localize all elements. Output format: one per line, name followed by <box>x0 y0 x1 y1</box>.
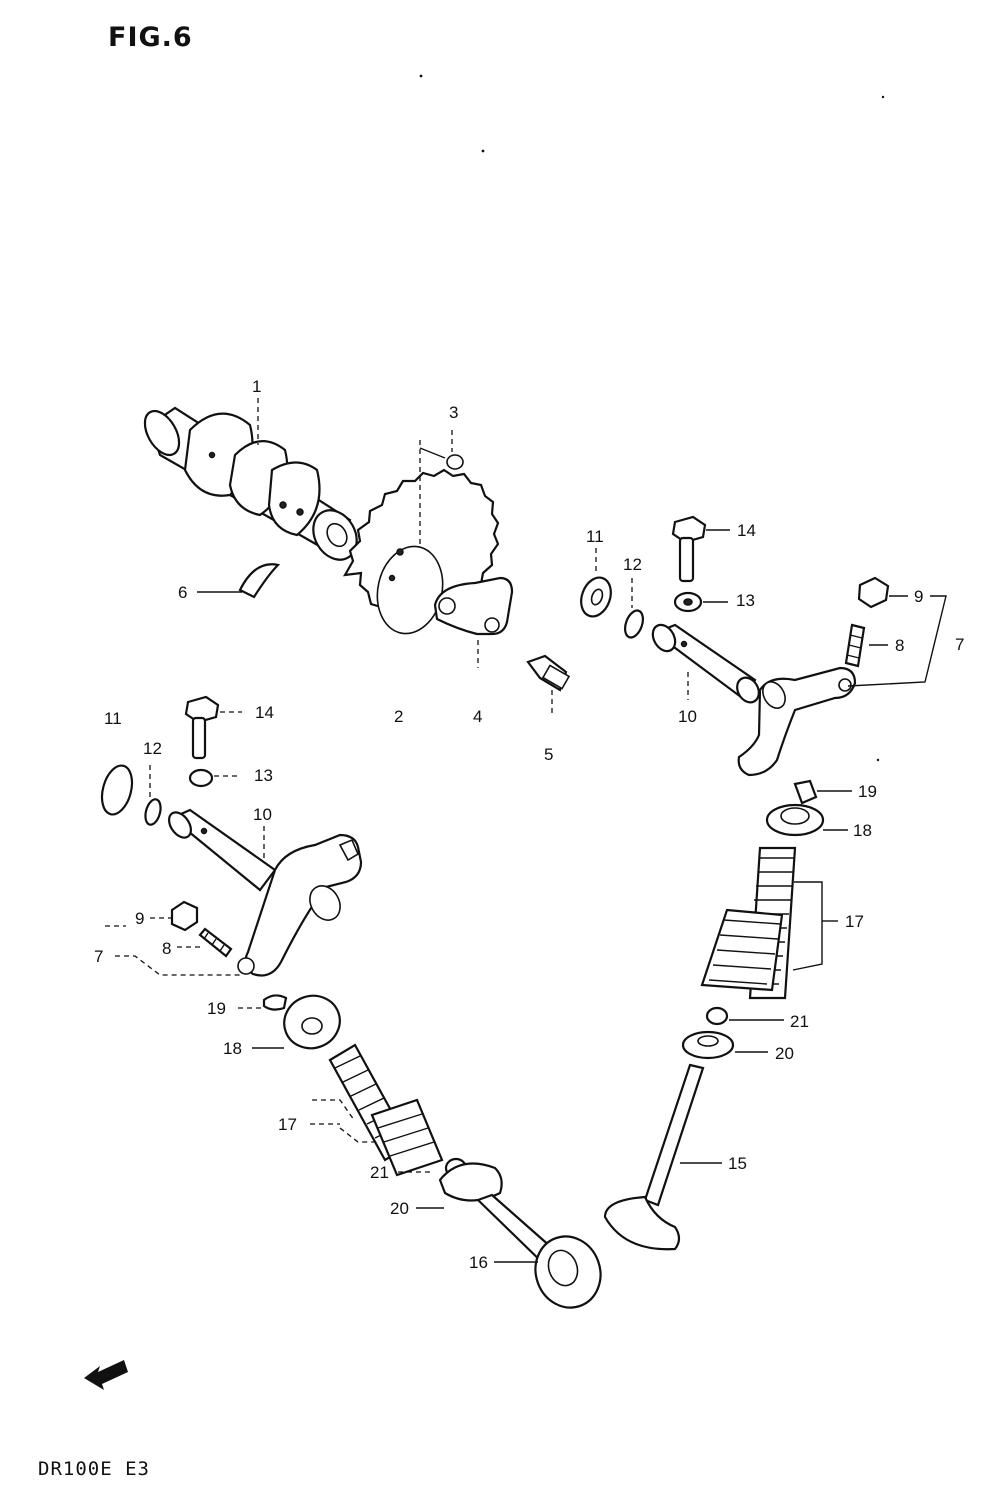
callout-14-left: 14 <box>255 703 274 722</box>
callout-18-left: 18 <box>223 1039 242 1058</box>
callout-5: 5 <box>544 745 554 764</box>
spring-retainer-part <box>283 994 341 1050</box>
forward-arrow-icon <box>84 1360 128 1390</box>
washer-part <box>188 768 214 788</box>
lock-nut-part <box>857 576 890 609</box>
lock-nut-part <box>170 900 199 932</box>
callout-20-left: 20 <box>390 1199 409 1218</box>
adjusting-bolt-part <box>671 515 707 583</box>
spring-seat-part <box>438 1162 503 1202</box>
callout-2: 2 <box>394 707 404 726</box>
o-ring-part <box>623 609 645 639</box>
callout-10-left: 10 <box>253 805 272 824</box>
adjusting-screw-part <box>198 927 233 958</box>
callout-1: 1 <box>252 377 262 396</box>
callout-8-right: 8 <box>895 636 905 655</box>
callout-21-left: 21 <box>370 1163 389 1182</box>
rocker-arm-part <box>737 666 857 777</box>
model-code: DR100E E3 <box>38 1458 150 1480</box>
callout-17-left: 17 <box>278 1115 297 1134</box>
callout-15: 15 <box>728 1154 747 1173</box>
camshaft-part <box>143 406 358 561</box>
callout-9-left: 9 <box>135 909 145 928</box>
callout-10-right: 10 <box>678 707 697 726</box>
o-ring-part <box>144 798 162 826</box>
callout-3: 3 <box>449 403 459 422</box>
speck <box>481 149 485 153</box>
bolt-part <box>526 654 571 692</box>
callout-7-right: 7 <box>955 635 965 654</box>
spring-seat-part <box>681 1030 735 1060</box>
callout-12-right: 12 <box>623 555 642 574</box>
exhaust-valve-part <box>603 1063 705 1251</box>
speck <box>881 95 885 99</box>
intake-valve-part <box>475 1193 602 1309</box>
callout-11-left: 11 <box>104 709 122 728</box>
callout-12-left: 12 <box>143 739 162 758</box>
figure-title: FIG.6 <box>108 22 193 53</box>
callout-19-left: 19 <box>207 999 226 1018</box>
pin-part <box>446 454 464 470</box>
rocker-shaft-part <box>651 623 760 704</box>
callout-4: 4 <box>473 707 483 726</box>
washer-part <box>100 764 134 816</box>
circlip-part <box>238 563 281 599</box>
callout-18-right: 18 <box>853 821 872 840</box>
rocker-arm-part <box>237 833 363 977</box>
callout-16: 16 <box>469 1253 488 1272</box>
callout-13-right: 13 <box>736 591 755 610</box>
adjusting-bolt-part <box>184 695 220 760</box>
callout-14-right: 14 <box>737 521 756 540</box>
callout-20-right: 20 <box>775 1044 794 1063</box>
callout-7-left: 7 <box>94 947 104 966</box>
adjusting-screw-part <box>844 623 866 668</box>
callout-6: 6 <box>178 583 188 602</box>
speck <box>419 74 423 78</box>
callout-17-right: 17 <box>845 912 864 931</box>
stopper-plate-part <box>433 576 514 636</box>
callout-19-right: 19 <box>858 782 877 801</box>
valve-cotter-part <box>793 779 818 805</box>
washer-part <box>580 576 612 618</box>
callout-13-left: 13 <box>254 766 273 785</box>
valve-spring-part <box>700 846 797 1000</box>
valve-cotter-part <box>262 994 288 1011</box>
callout-8-left: 8 <box>162 939 172 958</box>
valve-spring-part <box>328 1043 444 1177</box>
washer-part <box>673 591 703 613</box>
spring-retainer-part <box>765 803 825 837</box>
callout-21-right: 21 <box>790 1012 809 1031</box>
oil-seal-part <box>705 1006 729 1026</box>
speck <box>876 758 880 762</box>
callout-9-right: 9 <box>914 587 924 606</box>
callout-11-right: 11 <box>586 527 604 546</box>
